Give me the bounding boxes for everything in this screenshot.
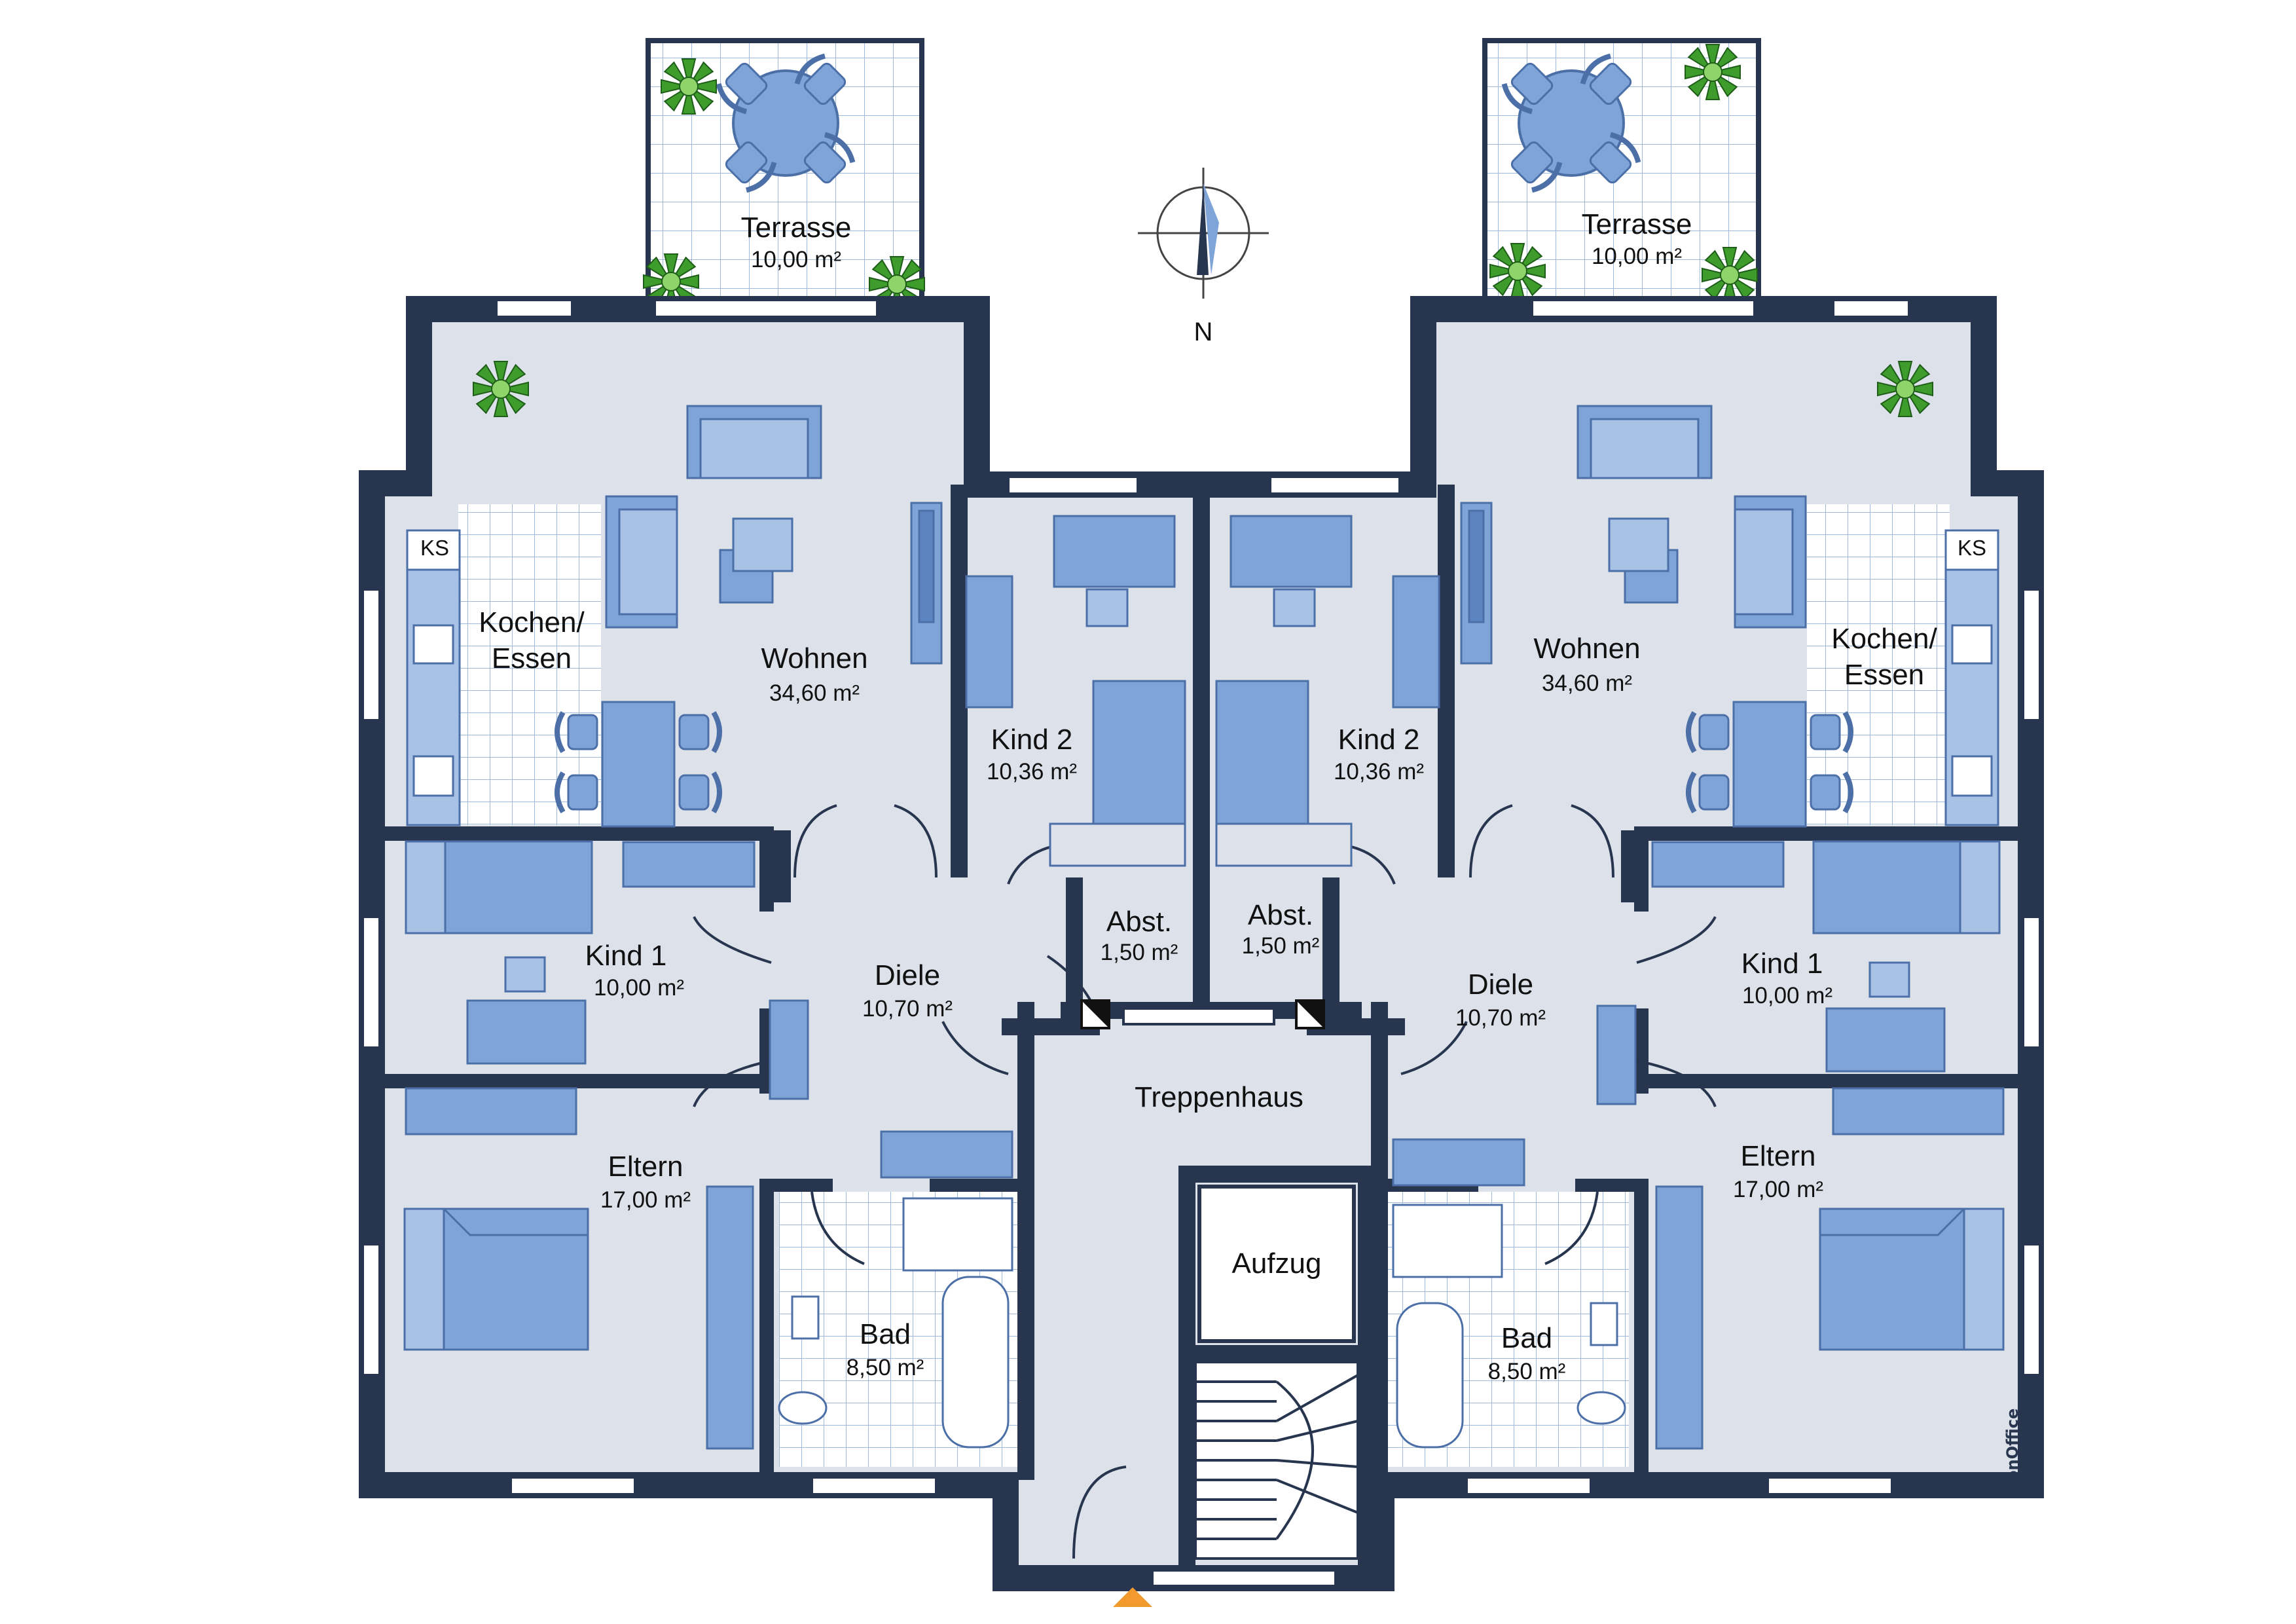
room-label-eltern-left: Eltern 17,00 m² [600,1151,691,1213]
staircase [1194,1361,1359,1560]
shaft-icon [1295,999,1325,1029]
room-label-bad-left: Bad 8,50 m² [847,1318,924,1380]
room-label-kind1-left: Kind 1 10,00 m² [585,940,684,1001]
kitchen-floor-right [1807,504,1950,825]
elevator-car [1197,1185,1356,1343]
entrance-arrow-icon [1113,1587,1152,1607]
interior-walls [378,485,2027,1578]
room-label-kochen-left: Kochen/ Essen [479,606,585,674]
plant-icon [473,361,529,417]
room-area: 1,50 m² [1242,933,1320,959]
plant-icon [661,58,717,115]
room-name: Wohnen [1533,633,1640,665]
room-area: 10,00 m² [1742,983,1832,1008]
room-area: 17,00 m² [600,1187,691,1213]
room-label-treppenhaus: Treppenhaus [1135,1081,1303,1113]
dining-table-left [557,701,720,828]
plant-icon [1685,44,1741,100]
room-name: Abst. [1106,906,1172,938]
room-name: Wohnen [761,642,867,674]
room-label-terrasse-left: Terrasse 10,00 m² [741,212,852,272]
room-label-diele-right: Diele 10,70 m² [1455,969,1546,1031]
plant-icon [1877,361,1933,417]
furniture-right [1215,405,2005,1450]
plant-icon [1702,247,1758,303]
room-area: 8,50 m² [1488,1359,1566,1384]
north-label: N [1194,318,1213,346]
room-name: Kind 1 [1741,948,1823,980]
ks-label-left: KS [420,536,449,560]
room-area: 10,70 m² [1455,1005,1546,1031]
room-name: Terrasse [1582,208,1692,240]
room-label-terrasse-right: Terrasse 10,00 m² [1582,208,1692,269]
brand-logo: onOffice [2003,1409,2022,1481]
plant-icon [1489,243,1546,299]
room-area: 10,70 m² [862,996,953,1022]
room-name: Kind 1 [585,940,667,972]
door-swings [693,804,1717,1559]
room-name: Bad [1501,1322,1552,1354]
room-area: 10,00 m² [1592,244,1682,269]
room-name: Eltern [608,1151,683,1183]
room-area: 34,60 m² [1542,671,1632,696]
bed-right [1819,1208,2005,1351]
room-area: 10,36 m² [1334,759,1424,784]
windows [361,299,2041,1587]
room-label-eltern-right: Eltern 17,00 m² [1733,1140,1823,1202]
room-name: Essen [492,642,572,674]
room-area: 1,50 m² [1101,940,1178,965]
room-label-bad-right: Bad 8,50 m² [1488,1322,1566,1384]
room-name: Abst. [1248,899,1313,931]
dining-table-right [1688,701,1851,828]
ks-label-right: KS [1958,536,1986,560]
room-name: Terrasse [741,212,852,244]
room-label-aufzug: Aufzug [1232,1247,1322,1280]
room-name: Eltern [1741,1140,1816,1172]
room-name: Diele [875,959,940,991]
room-label-wohnen-right: Wohnen 34,60 m² [1533,633,1640,696]
kitchen-floor-left [458,504,601,825]
room-label-kind1-right: Kind 1 10,00 m² [1741,948,1832,1008]
room-label-diele-left: Diele 10,70 m² [862,959,953,1022]
room-name: Diele [1468,969,1533,1001]
room-name: Kochen/ [479,606,585,638]
room-name: Kind 2 [1338,724,1420,756]
room-area: 10,00 m² [594,975,684,1001]
terrace-right [1482,38,1761,312]
compass-icon [1138,168,1269,299]
room-area: 17,00 m² [1733,1177,1823,1202]
room-area: 10,36 m² [987,759,1077,784]
shaft-icon [1080,999,1110,1029]
room-label-kind2-right: Kind 2 10,36 m² [1334,724,1424,784]
terrace-left [643,38,925,312]
room-label-kochen-right: Kochen/ Essen [1831,623,1937,691]
room-area: 10,00 m² [751,247,841,272]
room-label-wohnen-left: Wohnen 34,60 m² [761,642,867,706]
room-label-abst-right: Abst. 1,50 m² [1242,899,1320,959]
room-name: Kind 2 [991,724,1073,756]
room-name: Essen [1844,659,1924,691]
room-name: Kochen/ [1831,623,1937,655]
room-area: 34,60 m² [769,680,860,706]
room-label-kind2-left: Kind 2 10,36 m² [987,724,1077,784]
room-name: Bad [860,1318,911,1350]
furniture-left [405,405,1186,1450]
bed-left [403,1208,589,1351]
room-area: 8,50 m² [847,1355,924,1380]
room-label-abst-left: Abst. 1,50 m² [1101,906,1178,965]
